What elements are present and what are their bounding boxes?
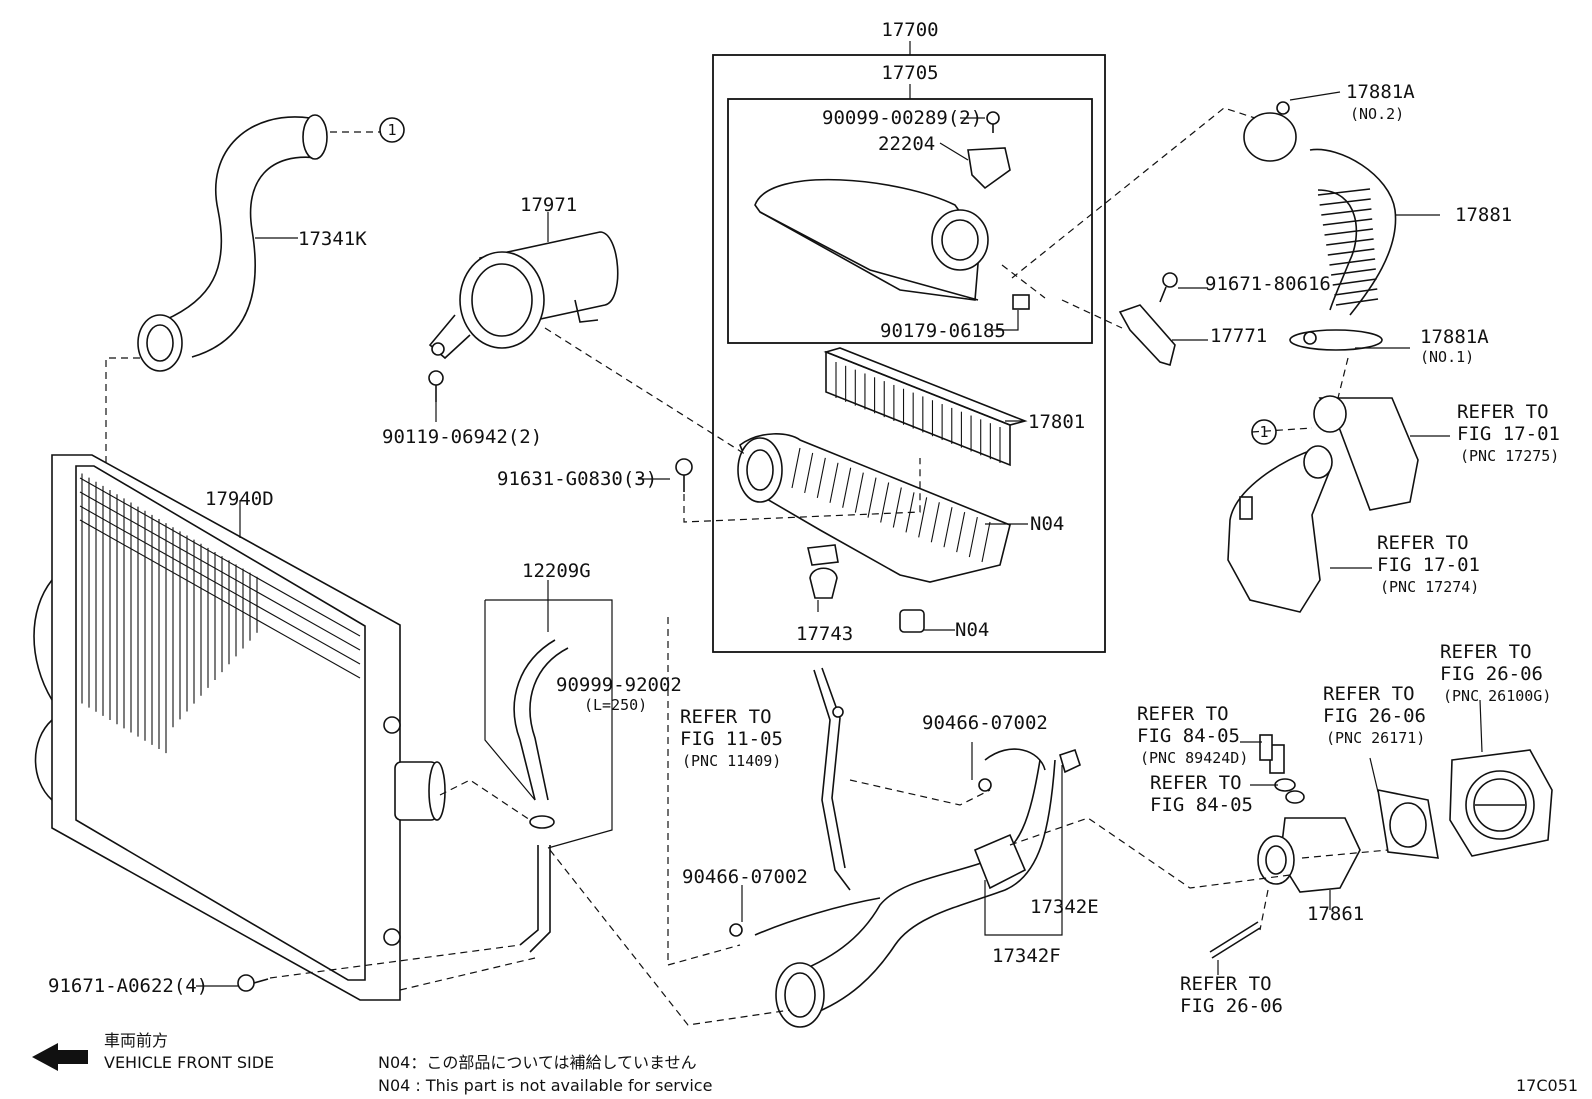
part-label-17881: 17881: [1455, 204, 1512, 226]
air-cleaner-case-illustration: [737, 433, 1011, 633]
part-label-17341K: 17341K: [298, 228, 367, 250]
part-label-90466-07002-b: 90466-07002: [682, 866, 808, 888]
part-label-17881A-no2: 17881A: [1346, 81, 1415, 103]
part-label-17881A-no1: 17881A: [1420, 326, 1489, 348]
part-label-91631-G0830: 91631-G0830(3): [497, 468, 657, 490]
bracket-illustration: [1118, 272, 1178, 367]
callout-circle-1-top: [379, 117, 405, 143]
part-label-17700: 17700: [881, 19, 938, 41]
breather-hose-illustration: [513, 639, 569, 953]
air-cleaner-assembly-box: [712, 54, 1106, 653]
refer-fig-11-05-line3: (PNC 11409): [682, 752, 781, 770]
part-label-90179-06185: 90179-06185: [880, 320, 1006, 342]
part-label-17881A-no1-sub: (NO.1): [1420, 348, 1474, 366]
refer-fig-17-01-b-line2: FIG 17-01: [1377, 554, 1480, 576]
part-label-17940D: 17940D: [205, 488, 274, 510]
callout-number-1-top: 1: [387, 121, 396, 139]
temperature-sensor-illustration: [1259, 734, 1296, 792]
radiator-illustration: [33, 454, 446, 1001]
part-label-12209G: 12209G: [522, 560, 591, 582]
connection-dash-lines: [105, 107, 1389, 1026]
refer-fig-17-01-a-line2: FIG 17-01: [1457, 423, 1560, 445]
part-label-N04-b: N04: [955, 619, 989, 641]
upper-radiator-hose-illustration: [137, 114, 328, 372]
part-label-17705: 17705: [881, 62, 938, 84]
refer-fig-26-06-a-line1: REFER TO: [1440, 641, 1532, 663]
refer-fig-84-05-b-line2: FIG 84-05: [1150, 794, 1253, 816]
dipstick-guide-illustration: [813, 667, 851, 891]
refer-fig-26-06-c-line1: REFER TO: [1180, 973, 1272, 995]
refer-fig-26-06-a-line2: FIG 26-06: [1440, 663, 1543, 685]
air-cleaner-cap-illustration: [754, 111, 1030, 310]
refer-fig-26-06-b-line3: (PNC 26171): [1326, 729, 1425, 747]
part-label-17971: 17971: [520, 194, 577, 216]
part-label-17861: 17861: [1307, 903, 1364, 925]
refer-fig-26-06-c-line2: FIG 26-06: [1180, 995, 1283, 1017]
refer-fig-84-05-b-line1: REFER TO: [1150, 772, 1242, 794]
part-label-17771: 17771: [1210, 325, 1267, 347]
part-label-17801: 17801: [1028, 411, 1085, 433]
part-label-22204: 22204: [878, 133, 935, 155]
part-label-length: (L=250): [584, 696, 647, 714]
air-intake-duct-illustration: [428, 231, 619, 402]
n04-note-en: N04 : This part is not available for ser…: [378, 1076, 712, 1095]
vehicle-front-label-en: VEHICLE FRONT SIDE: [104, 1053, 274, 1072]
refer-fig-11-05-line2: FIG 11-05: [680, 728, 783, 750]
part-label-17342F: 17342F: [992, 945, 1061, 967]
refer-fig-17-01-b-line1: REFER TO: [1377, 532, 1469, 554]
refer-fig-26-06-b-line2: FIG 26-06: [1323, 705, 1426, 727]
part-label-90466-07002-a: 90466-07002: [922, 712, 1048, 734]
refer-fig-84-05-a-line1: REFER TO: [1137, 703, 1229, 725]
air-filter-element-illustration: [823, 347, 1028, 467]
part-label-90119-06942: 90119-06942(2): [382, 426, 542, 448]
throttle-body-illustration: [1449, 749, 1553, 857]
refer-fig-17-01-a-line1: REFER TO: [1457, 401, 1549, 423]
part-label-91671-A0622: 91671-A0622(4): [48, 975, 208, 997]
callout-number-1-right: 1: [1259, 423, 1268, 441]
refer-fig-11-05-line1: REFER TO: [680, 706, 772, 728]
water-hose-illustration: [729, 748, 1081, 1028]
refer-fig-84-05-a-line2: FIG 84-05: [1137, 725, 1240, 747]
refer-fig-17-01-b-line3: (PNC 17274): [1380, 578, 1479, 596]
part-label-17342E: 17342E: [1030, 896, 1099, 918]
refer-fig-84-05-a-line3: (PNC 89424D): [1140, 749, 1248, 767]
vehicle-front-label-jp: 車両前方: [104, 1031, 168, 1050]
water-inlet-housing-illustration: [1209, 744, 1361, 959]
part-label-17743: 17743: [796, 623, 853, 645]
water-outlet-illustration: [1227, 395, 1419, 613]
part-label-90999-92002: 90999-92002: [556, 674, 682, 696]
part-label-90099-00289: 90099-00289(2): [822, 107, 982, 129]
n04-note-jp: N04：この部品については補給していません: [378, 1053, 697, 1072]
gasket-illustration: [1377, 788, 1439, 859]
part-label-91671-80616: 91671-80616: [1205, 273, 1331, 295]
refer-fig-26-06-a-line3: (PNC 26100G): [1443, 687, 1551, 705]
refer-fig-26-06-b-line1: REFER TO: [1323, 683, 1415, 705]
part-label-N04-a: N04: [1030, 513, 1064, 535]
refer-fig-17-01-a-line3: (PNC 17275): [1460, 447, 1559, 465]
vehicle-front-arrow-icon: [32, 1043, 88, 1071]
radiator-core-fins: [79, 473, 361, 754]
fastener-illustrations: [237, 458, 693, 992]
part-label-17881A-no2-sub: (NO.2): [1350, 105, 1404, 123]
figure-code: 17C051: [1516, 1076, 1578, 1095]
air-hose-and-clamps-illustration: [1243, 101, 1397, 351]
label-leader-lines: [196, 41, 1483, 987]
